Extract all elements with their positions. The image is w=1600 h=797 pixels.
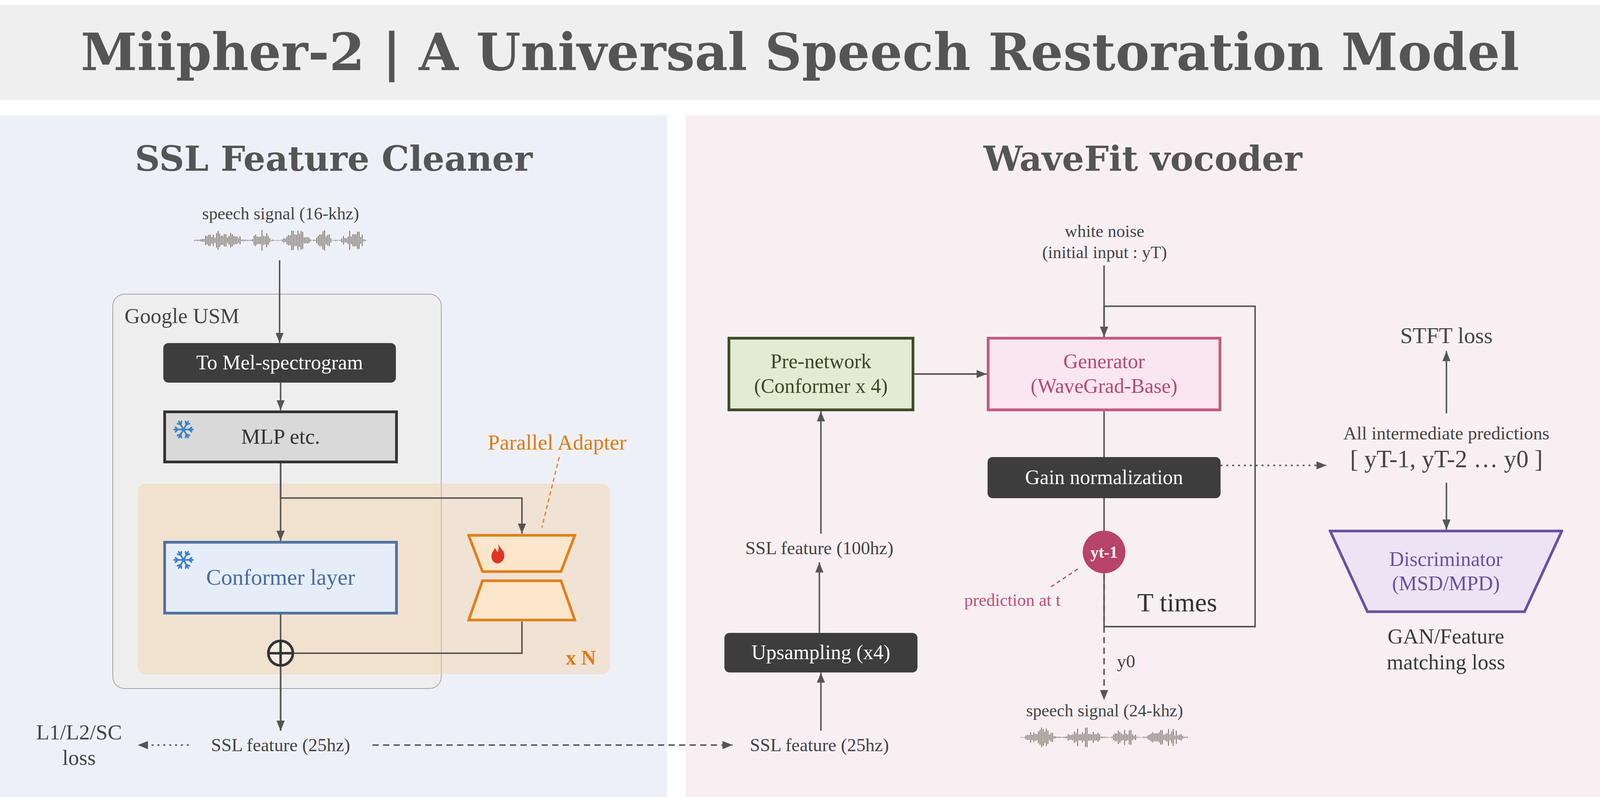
connector	[137, 744, 189, 746]
connector	[1445, 350, 1448, 414]
fire-shape	[491, 543, 505, 564]
waveform-trace	[194, 229, 366, 251]
node-label: yt-1	[1090, 542, 1118, 562]
adapter-shape: Parallel Adapter	[467, 533, 577, 622]
node-label: L1/L2/SC loss	[36, 719, 122, 771]
connector	[278, 260, 281, 344]
signal-label: SSL feature (25hz)	[732, 730, 907, 760]
node-label: SSL feature (100hz)	[745, 536, 894, 559]
connector	[280, 463, 522, 534]
snowflake-icon	[172, 548, 195, 571]
process-box: To Mel-spectrogram	[163, 343, 396, 383]
node-label: To Mel-spectrogram	[196, 350, 363, 376]
waveform	[1020, 725, 1189, 749]
node-label: Google USM	[124, 303, 240, 329]
node-label: MLP etc.	[241, 423, 321, 450]
diagram-title: Miipher-2 | A Universal Speech Restorati…	[80, 21, 1520, 84]
node-label: SSL Feature Cleaner	[0, 137, 668, 180]
sum-junction	[268, 640, 293, 666]
state-circle: yt-1	[1082, 530, 1126, 574]
generator-box: Generator (WaveGrad-Base)	[986, 336, 1222, 412]
title-holder: Miipher-2 | A Universal Speech Restorati…	[0, 5, 1600, 100]
node-label: Upsampling (x4)	[751, 640, 891, 665]
node-label: SSL feature (25hz)	[749, 733, 889, 756]
node-label: speech signal (24-khz)	[1025, 700, 1183, 721]
input-label: white noise (initial input : yT)	[1005, 218, 1205, 266]
waveform	[193, 229, 368, 252]
node-label: Discriminator (MSD/MPD)	[1389, 547, 1503, 596]
connector	[372, 744, 733, 746]
prediction-list: All intermediate predictions[ yT-1, yT-2…	[1326, 413, 1567, 483]
signal-label: SSL feature (100hz)	[732, 533, 907, 563]
connector	[1445, 482, 1448, 530]
signal-label: SSL feature (25hz)	[188, 730, 373, 760]
node-label: Generator (WaveGrad-Base)	[1030, 349, 1178, 399]
connector	[1220, 464, 1327, 466]
snowflake-strokes	[173, 421, 193, 438]
fire-icon	[488, 541, 508, 565]
process-box: Upsampling (x4)	[724, 632, 918, 673]
decoder-trapezoid	[468, 580, 575, 620]
snowflake-icon	[172, 418, 195, 441]
connector	[280, 621, 522, 731]
node-label: STFT loss	[1400, 322, 1493, 350]
trapezoid-outline	[1328, 529, 1564, 614]
connector	[914, 373, 987, 375]
frozen-box: Conformer layer	[163, 540, 398, 615]
callout-label: prediction at t	[964, 589, 1061, 611]
loss-label: L1/L2/SC loss	[20, 717, 138, 773]
connector	[819, 411, 822, 534]
leader-line	[541, 456, 560, 528]
snowflake-strokes	[173, 551, 193, 568]
adapter-trapezoids	[467, 533, 577, 622]
signal-label: speech signal (24-khz)	[1005, 700, 1205, 757]
model-group: Google USM To Mel-spectrogramMLP etc.	[112, 293, 443, 689]
node-label: [ yT-1, yT-2 … y0 ]	[1350, 444, 1543, 474]
connector	[1103, 411, 1106, 457]
leader-line	[1051, 568, 1079, 587]
edge-label: y0	[1115, 650, 1137, 672]
node-label: Conformer layer	[205, 563, 355, 591]
connector	[818, 562, 821, 633]
panel: SSL Feature Cleaner speech signal (16-khz…	[0, 115, 668, 797]
edge-label: T times	[1135, 586, 1219, 619]
node-label: white noise (initial input : yT)	[1042, 220, 1168, 263]
network-box: Pre-network (Conformer x 4)	[727, 336, 915, 412]
connector	[279, 382, 282, 410]
waveform-trace	[1021, 727, 1188, 747]
node-label: Pre-network (Conformer x 4)	[754, 349, 889, 399]
node-label: Parallel Adapter	[470, 429, 644, 456]
panel: WaveFit vocoderSSL feature (25hz) Upsampl…	[685, 115, 1600, 797]
connector	[1103, 498, 1106, 531]
frozen-box: MLP etc.	[163, 410, 398, 464]
discriminator-trapezoid: Discriminator (MSD/MPD)GAN/Feature match…	[1328, 529, 1564, 614]
repeat-band: x N Conformer layer Parallel Adapter	[137, 483, 611, 675]
node-label: Gain normalization	[1025, 465, 1184, 490]
connector	[819, 672, 822, 731]
loss-label: STFT loss	[1392, 320, 1501, 351]
node-label: SSL feature (25hz)	[211, 733, 351, 756]
node-label: All intermediate predictions	[1343, 422, 1550, 445]
sum-cross	[269, 641, 292, 665]
trapezoid-fill	[1330, 530, 1563, 612]
process-box: Gain normalization	[987, 456, 1221, 498]
encoder-trapezoid	[468, 535, 575, 572]
node-label: speech signal (16-khz)	[202, 203, 360, 224]
connector	[1103, 573, 1106, 701]
node-label: WaveFit vocoder	[685, 137, 1600, 180]
signal-label: speech signal (16-khz)	[173, 203, 388, 261]
node-label: GAN/Feature matching loss	[1308, 623, 1584, 675]
node-label: x N	[565, 645, 596, 671]
